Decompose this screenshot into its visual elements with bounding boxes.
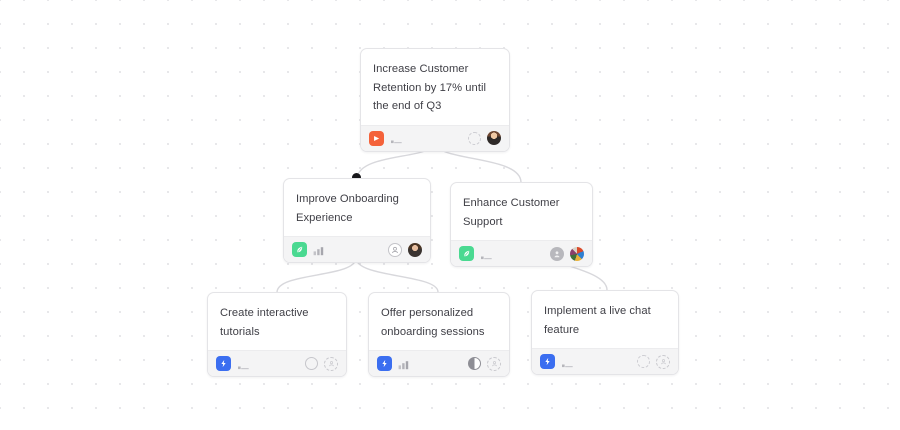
assignee-group (468, 131, 501, 145)
avatar-photo[interactable] (570, 246, 584, 261)
bar-chart-icon (313, 244, 325, 256)
step-line-icon (561, 356, 574, 368)
card-create-interactive-tutorials[interactable]: Create interactive tutorials (207, 292, 347, 377)
card-footer (361, 124, 509, 151)
card-offer-personalized-onboarding-sessions[interactable]: Offer personalized onboarding sessions (368, 292, 510, 377)
avatar-gray[interactable] (550, 246, 564, 261)
avatar-outline[interactable] (388, 242, 402, 257)
avatar-photo[interactable] (408, 242, 422, 257)
assignee-group (550, 246, 584, 261)
card-title: Improve Onboarding Experience (296, 193, 399, 224)
card-enhance-customer-support[interactable]: Enhance Customer Support (450, 182, 593, 267)
circle-dotted[interactable] (637, 355, 650, 368)
step-line-icon (480, 248, 493, 260)
card-footer (284, 236, 430, 262)
lightning-bolt-icon[interactable] (377, 356, 392, 371)
anchor-dot-onboarding-top[interactable] (352, 173, 361, 182)
leaf-icon[interactable] (459, 246, 474, 261)
avatar-placeholder-dashed[interactable] (324, 356, 338, 371)
card-title: Implement a live chat feature (544, 305, 651, 336)
avatar-placeholder-dotted[interactable] (468, 131, 481, 145)
avatar-photo[interactable] (487, 131, 501, 145)
leaf-icon[interactable] (292, 242, 307, 257)
assignee-group (468, 356, 501, 371)
avatar-placeholder-dashed[interactable] (487, 356, 501, 371)
card-increase-customer-retention[interactable]: Increase Customer Retention by 17% until… (360, 48, 510, 152)
connector-onboarding-to-sessions (355, 257, 439, 293)
card-footer (451, 240, 592, 266)
bar-chart-icon (398, 358, 410, 370)
flag-play-icon[interactable] (369, 130, 384, 146)
connector-onboarding-to-tutorials (276, 257, 357, 293)
card-implement-live-chat-feature[interactable]: Implement a live chat feature (531, 290, 679, 375)
card-title: Increase Customer Retention by 17% until… (373, 63, 487, 112)
lightning-bolt-icon[interactable] (216, 356, 231, 371)
circle-half-filled[interactable] (468, 357, 481, 370)
assignee-group (637, 354, 670, 369)
card-footer (208, 350, 346, 376)
assignee-group (305, 356, 338, 371)
assignee-group (388, 242, 422, 257)
circle-empty[interactable] (305, 357, 318, 370)
card-footer (532, 348, 678, 374)
card-title: Offer personalized onboarding sessions (381, 307, 485, 338)
step-line-icon (390, 132, 403, 144)
card-title: Create interactive tutorials (220, 307, 309, 338)
step-line-icon (237, 358, 250, 370)
lightning-bolt-icon[interactable] (540, 354, 555, 369)
card-improve-onboarding-experience[interactable]: Improve Onboarding Experience (283, 178, 431, 263)
avatar-placeholder-dashed[interactable] (656, 354, 670, 369)
card-title: Enhance Customer Support (463, 197, 560, 228)
card-footer (369, 350, 509, 376)
